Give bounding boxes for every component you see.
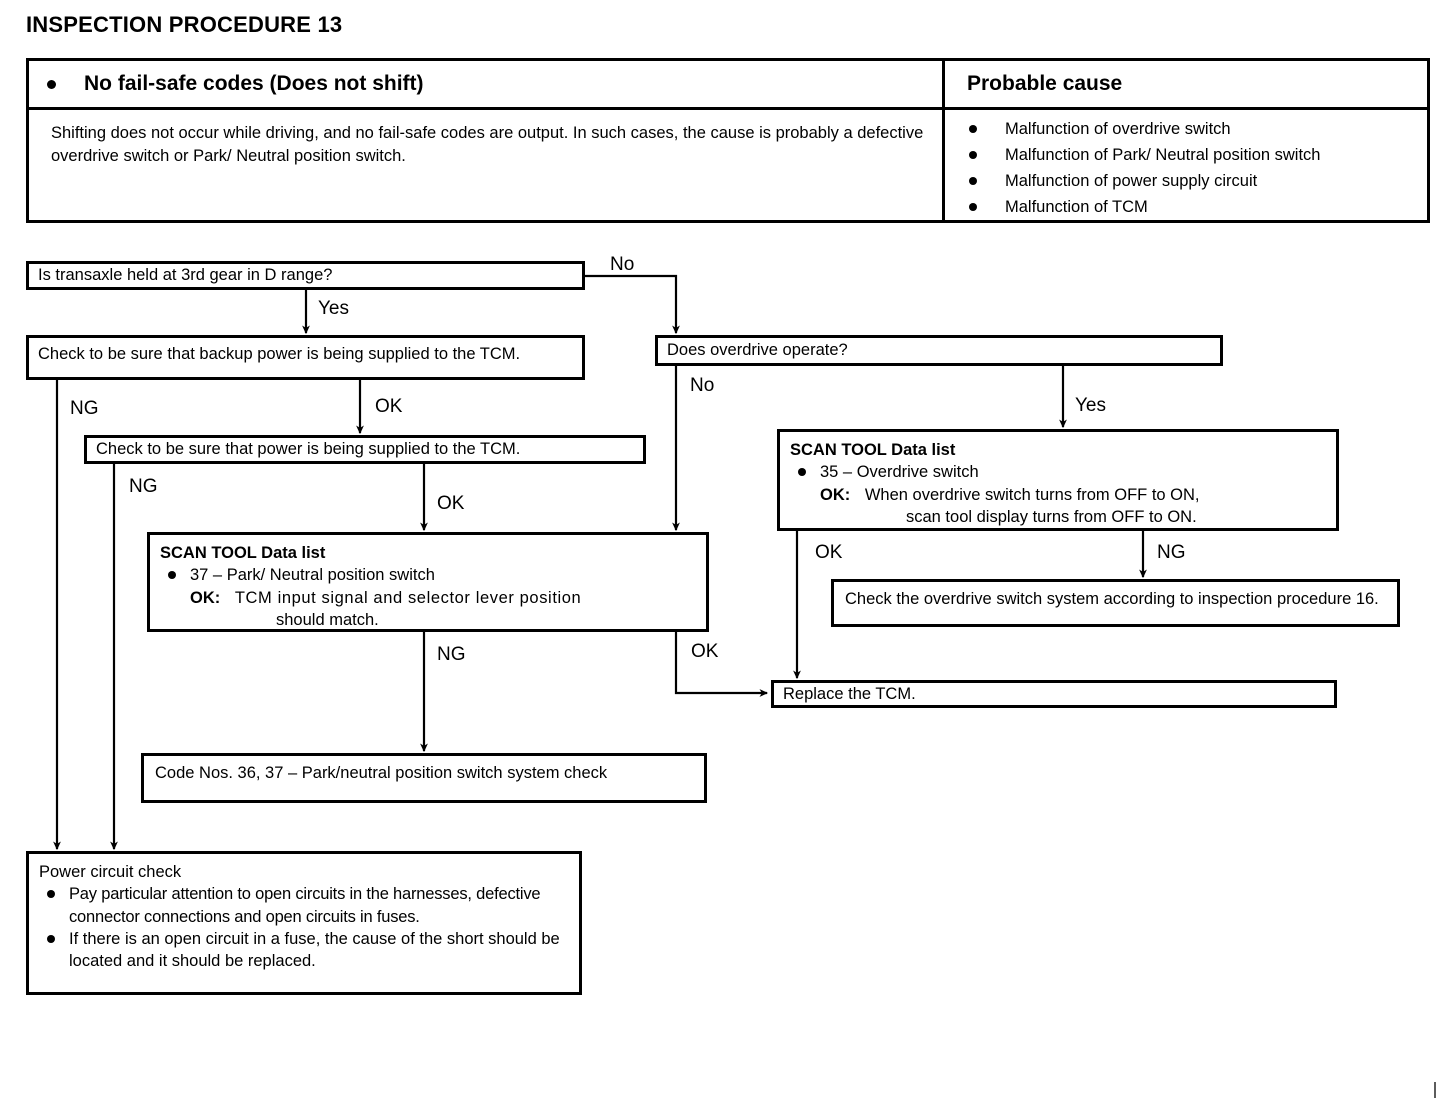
cause-header-text: Probable cause	[967, 72, 1123, 95]
bullet-icon	[969, 202, 977, 211]
scan-tool-title: SCAN TOOL Data list	[160, 544, 326, 562]
edge-label-yes-overdrive: Yes	[1075, 395, 1106, 416]
node-check-overdrive-switch-system[interactable]: Check the overdrive switch system accord…	[831, 579, 1400, 627]
node-label: Does overdrive operate?	[667, 341, 848, 360]
bullet-icon	[969, 176, 977, 185]
cause-list-cell: Malfunction of overdrive switch Malfunct…	[945, 110, 1427, 222]
symptom-description-cell: Shifting does not occur while driving, a…	[29, 110, 945, 222]
node-label: Check the overdrive switch system accord…	[845, 590, 1379, 608]
power-circuit-check-list: Pay particular attention to open circuit…	[39, 883, 569, 972]
bullet-icon	[798, 468, 806, 477]
list-item: Pay particular attention to open circuit…	[39, 883, 569, 928]
power-check-item: If there is an open circuit in a fuse, t…	[69, 929, 560, 971]
list-item: 37 – Park/ Neutral position switch	[160, 564, 696, 586]
scan-tool-ok-row: OK: TCM input signal and selector lever …	[160, 587, 696, 632]
edge-label-ng-scan-park: NG	[437, 644, 466, 665]
node-replace-tcm[interactable]: Replace the TCM.	[771, 680, 1337, 708]
node-check-power-supplied[interactable]: Check to be sure that power is being sup…	[84, 435, 646, 464]
node-check-backup-power[interactable]: Check to be sure that backup power is be…	[26, 335, 585, 380]
bullet-icon	[47, 890, 55, 899]
scan-tool-ok-row: OK: When overdrive switch turns from OFF…	[790, 484, 1326, 529]
ok-text: When overdrive switch turns from OFF to …	[864, 485, 1200, 504]
ok-label: OK:	[190, 588, 221, 607]
list-item: Malfunction of overdrive switch	[969, 118, 1427, 142]
edge-label-no-overdrive: No	[690, 375, 715, 396]
cause-text: Malfunction of TCM	[1005, 197, 1148, 216]
node-does-overdrive-operate[interactable]: Does overdrive operate?	[655, 335, 1223, 366]
scan-artifact-mark	[1434, 1082, 1436, 1098]
node-label: Is transaxle held at 3rd gear in D range…	[38, 266, 333, 285]
ok-text-2: scan tool display turns from OFF to ON.	[906, 507, 1197, 526]
edge-label-ng-power: NG	[129, 476, 158, 497]
edge-label-ng-backup: NG	[70, 398, 99, 419]
edge-label-ok-power: OK	[437, 493, 465, 514]
node-scan-tool-park-neutral[interactable]: SCAN TOOL Data list 37 – Park/ Neutral p…	[147, 532, 709, 632]
scan-tool-item: 37 – Park/ Neutral position switch	[190, 566, 435, 585]
list-item: Malfunction of power supply circuit	[969, 170, 1427, 194]
table-body-row: Shifting does not occur while driving, a…	[29, 110, 1427, 222]
power-check-item: Pay particular attention to open circuit…	[69, 885, 541, 926]
cause-list: Malfunction of overdrive switch Malfunct…	[945, 110, 1427, 220]
cause-text: Malfunction of Park/ Neutral position sw…	[1005, 145, 1321, 164]
symptom-header-cell: No fail-safe codes (Does not shift)	[29, 61, 945, 107]
list-item: 35 – Overdrive switch	[790, 461, 1326, 483]
bullet-icon	[168, 571, 176, 580]
node-label: Check to be sure that power is being sup…	[96, 440, 521, 459]
edge-label-ok-scan-park: OK	[691, 641, 719, 662]
symptom-description: Shifting does not occur while driving, a…	[51, 124, 924, 166]
scan-tool-title: SCAN TOOL Data list	[790, 441, 956, 459]
bullet-icon	[969, 150, 977, 159]
bullet-icon	[969, 125, 977, 133]
symptom-header-text: No fail-safe codes (Does not shift)	[84, 72, 424, 95]
list-item: If there is an open circuit in a fuse, t…	[39, 928, 569, 973]
cause-header-cell: Probable cause	[945, 61, 1427, 107]
scan-tool-item-list: 35 – Overdrive switch	[790, 461, 1326, 483]
edge-label-ng-scan-overdrive: NG	[1157, 542, 1186, 563]
edge-label-ok-scan-overdrive: OK	[815, 542, 843, 563]
edge-label-no-transaxle: No	[610, 254, 635, 275]
edge-label-ok-backup: OK	[375, 396, 403, 417]
cause-text: Malfunction of power supply circuit	[1005, 171, 1258, 190]
bullet-icon	[47, 934, 55, 943]
node-label: Code Nos. 36, 37 – Park/neutral position…	[155, 764, 608, 782]
node-label: Replace the TCM.	[783, 684, 916, 703]
ok-text: TCM input signal and selector lever posi…	[234, 588, 582, 607]
cause-text: Malfunction of overdrive switch	[1005, 120, 1231, 138]
list-item: Malfunction of Park/ Neutral position sw…	[969, 144, 1427, 168]
scan-tool-item-list: 37 – Park/ Neutral position switch	[160, 564, 696, 586]
scan-tool-item: 35 – Overdrive switch	[820, 463, 979, 482]
symptom-table: No fail-safe codes (Does not shift) Prob…	[26, 58, 1430, 223]
node-scan-tool-overdrive-switch[interactable]: SCAN TOOL Data list 35 – Overdrive switc…	[777, 429, 1339, 531]
bullet-icon	[47, 79, 56, 89]
edge-label-yes-transaxle: Yes	[318, 298, 349, 319]
page-title: INSPECTION PROCEDURE 13	[26, 12, 343, 37]
list-item: Malfunction of TCM	[969, 196, 1427, 220]
ok-label: OK:	[820, 485, 851, 504]
node-label: Check to be sure that backup power is be…	[38, 345, 521, 363]
table-header-row: No fail-safe codes (Does not shift) Prob…	[29, 61, 1427, 110]
node-power-circuit-check[interactable]: Power circuit check Pay particular atten…	[26, 851, 582, 995]
ok-text-2: should match.	[276, 610, 379, 629]
node-code-nos-park-neutral-check[interactable]: Code Nos. 36, 37 – Park/neutral position…	[141, 753, 707, 803]
power-circuit-check-title: Power circuit check	[39, 863, 182, 881]
node-is-transaxle-held[interactable]: Is transaxle held at 3rd gear in D range…	[26, 261, 585, 290]
